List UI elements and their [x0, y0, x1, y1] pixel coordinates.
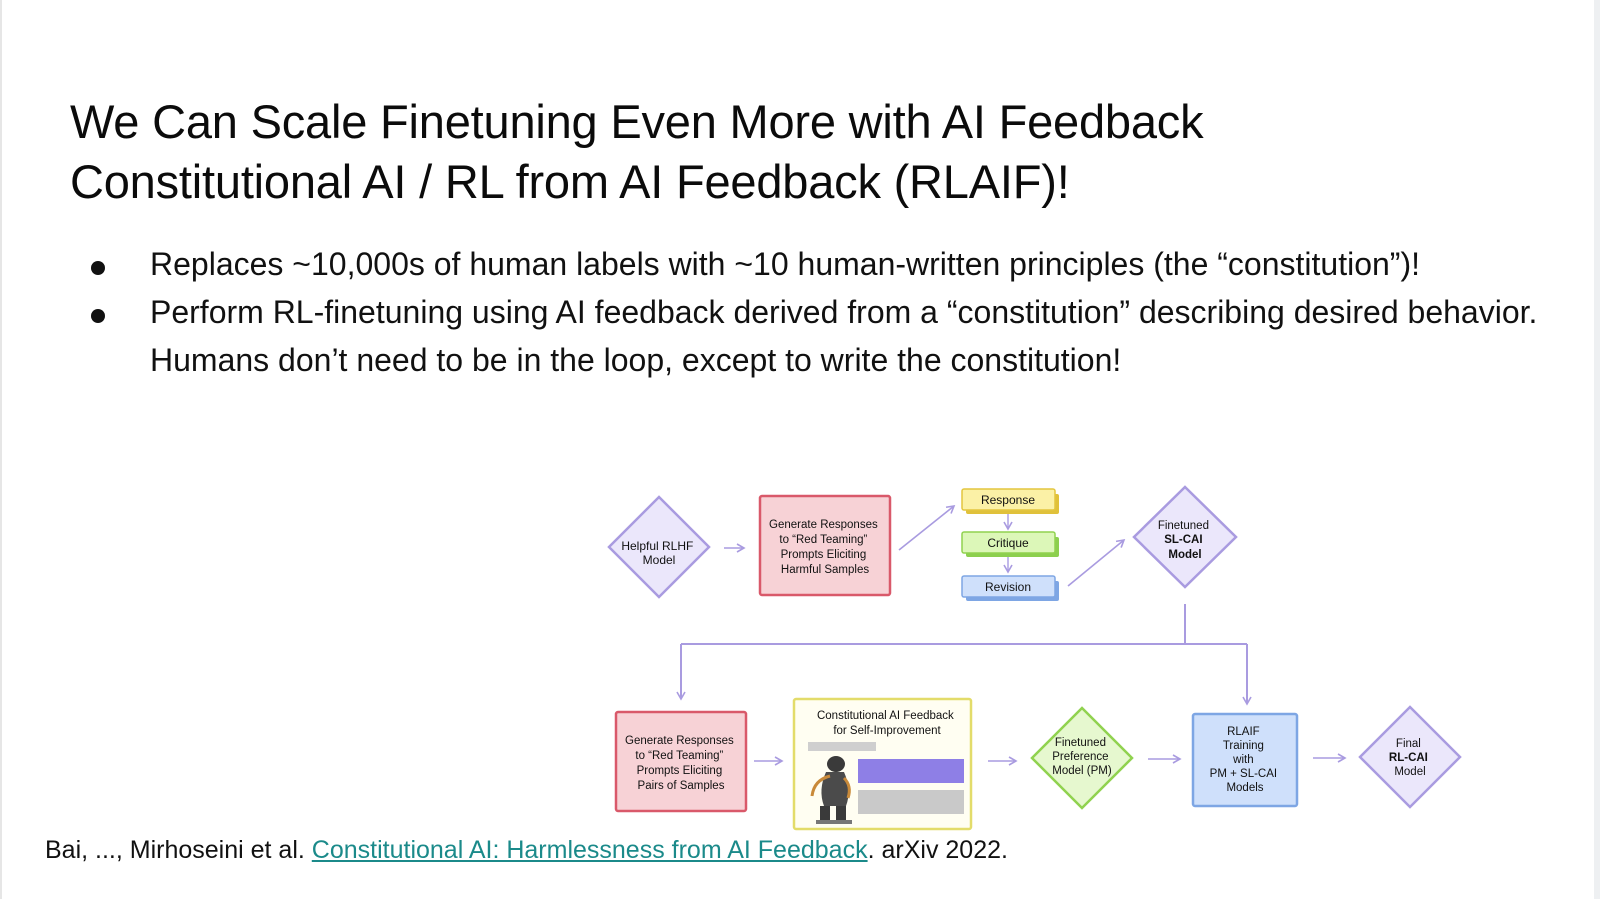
node-label-line: Finetuned [1055, 737, 1106, 749]
critique-node: Critique [961, 531, 1059, 557]
bullet-text: Replaces ~10,000s of human labels with ~… [150, 246, 1420, 282]
placeholder-bar [858, 759, 964, 783]
bullet-item: Perform RL-finetuning using AI feedback … [88, 288, 1568, 384]
paper-link[interactable]: Constitutional AI: Harmlessness from AI … [311, 836, 868, 864]
flow-arrow [898, 504, 956, 551]
svg-text:Finetuned Preference: Finetuned Preference Model (PM) [1052, 737, 1112, 777]
bullet-item: Replaces ~10,000s of human labels with ~… [88, 240, 1568, 288]
preference-model-node: Finetuned Preference Model (PM) [1030, 706, 1134, 810]
node-label-line: Prompts Eliciting [781, 549, 867, 561]
svg-text:Generate Responses to “R: Generate Responses to “Red Teaming” Prom… [625, 735, 737, 792]
citation: Bai, ..., Mirhoseini et al. Constitution… [45, 834, 1008, 866]
critique-label: Critique [987, 536, 1029, 550]
node-label-line: Helpful RLHF [621, 539, 693, 553]
node-label-line: Constitutional AI Feedback [817, 710, 954, 722]
svg-text:Final RL-CAI Model: Final RL-CAI Model [1389, 738, 1431, 778]
node-label-line: Preference [1052, 751, 1108, 763]
svg-text:Finetuned SL-CAI M: Finetuned SL-CAI Model [1158, 520, 1212, 561]
node-label-line: for Self-Improvement [833, 725, 941, 737]
node-label-line: RL-CAI [1389, 752, 1428, 764]
title-line-1: We Can Scale Finetuning Even More with A… [70, 95, 1204, 148]
node-label-line: SL-CAI [1164, 534, 1202, 546]
node-label-line: Pairs of Samples [638, 780, 725, 792]
node-label-line: RLAIF [1227, 726, 1260, 738]
node-label-line: to “Red Teaming” [779, 534, 867, 546]
svg-text:RLAIF Training wit: RLAIF Training with PM + SL-CAI Models [1210, 726, 1281, 794]
response-node: Response [961, 488, 1059, 514]
node-label-line: Finetuned [1158, 520, 1209, 532]
slide-title: We Can Scale Finetuning Even More with A… [70, 92, 1204, 212]
node-label-line: Models [1226, 782, 1263, 794]
node-label-line: Prompts Eliciting [637, 765, 723, 777]
robot-thinker-icon [810, 756, 852, 824]
revision-label: Revision [985, 580, 1031, 594]
bullet-text: Perform RL-finetuning using AI feedback … [150, 294, 1538, 378]
rlaif-training-node: RLAIF Training with PM + SL-CAI Models [1191, 712, 1299, 808]
node-label-line: Model [643, 553, 676, 567]
node-label-line: Generate Responses [625, 735, 734, 747]
title-line-2: Constitutional AI / RL from AI Feedback … [70, 155, 1070, 208]
revision-node: Revision [961, 575, 1059, 601]
finetuned-sl-cai-model-node: Finetuned SL-CAI Model [1132, 485, 1238, 589]
node-label-line: Model (PM) [1052, 765, 1112, 777]
placeholder-bar [858, 790, 964, 814]
node-label-line: with [1232, 754, 1253, 766]
flow-arrow [1067, 538, 1126, 587]
generate-pairs-samples-node: Generate Responses to “Red Teaming” Prom… [614, 710, 748, 813]
connector-lines [676, 604, 1252, 706]
response-label: Response [981, 493, 1035, 507]
bullet-dot [91, 309, 105, 323]
slide-right-edge [1594, 0, 1600, 899]
node-label-line: Generate Responses [769, 519, 878, 531]
node-label-line: Model [1394, 766, 1425, 778]
svg-text:Constitutional AI Feedback: Constitutional AI Feedback for Self-Impr… [817, 710, 957, 737]
node-label-line: Model [1168, 549, 1201, 561]
node-label-line: Harmful Samples [781, 564, 869, 576]
cai-feedback-node: Constitutional AI Feedback for Self-Impr… [792, 697, 973, 831]
slide-left-edge [0, 0, 2, 899]
placeholder-bar [808, 742, 876, 751]
helpful-rlhf-model-node: Helpful RLHF Model [607, 495, 711, 599]
final-rl-cai-model-node: Final RL-CAI Model [1358, 705, 1462, 809]
generate-harmful-samples-node: Generate Responses to “Red Teaming” Prom… [758, 494, 892, 597]
bullet-dot [91, 261, 105, 275]
svg-text:Generate Responses to “R: Generate Responses to “Red Teaming” Prom… [769, 519, 881, 576]
citation-authors: Bai, ..., Mirhoseini et al. [45, 836, 312, 864]
node-label-line: Final [1396, 738, 1421, 750]
citation-venue: . arXiv 2022. [867, 836, 1008, 864]
node-label-line: Training [1223, 740, 1264, 752]
node-label-line: PM + SL-CAI [1210, 768, 1277, 780]
node-label-line: to “Red Teaming” [635, 750, 723, 762]
bullet-list: Replaces ~10,000s of human labels with ~… [88, 240, 1568, 384]
svg-text:Helpful RLHF Model: Helpful RLHF Model [621, 539, 696, 567]
